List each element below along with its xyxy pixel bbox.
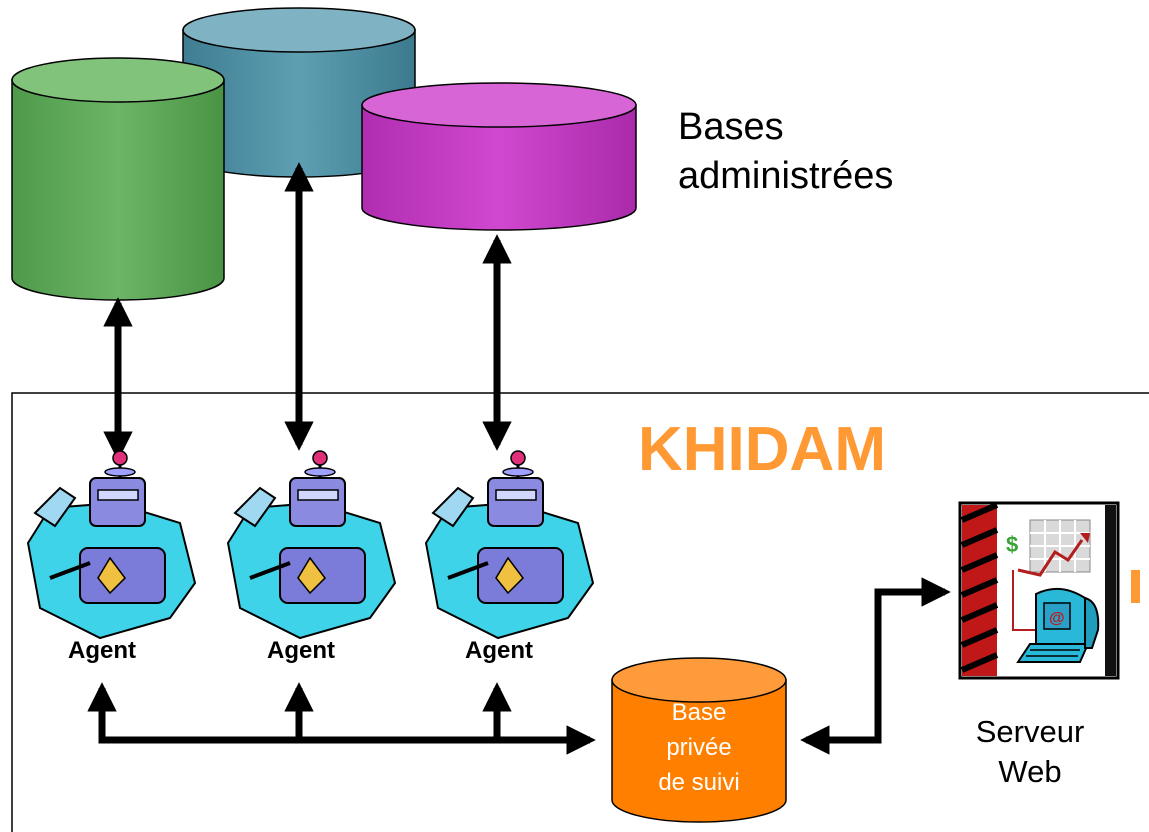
- at-sign: @: [1049, 610, 1065, 627]
- agent-label-1: Agent: [68, 637, 136, 664]
- green-database: [11, 57, 225, 301]
- agent-private-db-connectors: [87, 682, 596, 755]
- private-tracking-database: [611, 657, 787, 823]
- managed-databases-label-line2: administrées: [678, 155, 894, 197]
- teal-database: [182, 7, 416, 178]
- private-db-label-line3: de suivi: [658, 769, 740, 796]
- robot-icon: [26, 450, 197, 640]
- khidam-boundary: [11, 392, 1149, 832]
- agent-label-2: Agent: [267, 637, 335, 664]
- robot-icon: [226, 450, 397, 640]
- private-db-label-line1: Base: [671, 699, 727, 726]
- web-server-label-line1: Serveur: [975, 714, 1085, 749]
- arrow-private-db-web-server: [800, 577, 951, 755]
- khidam-title: KHIDAM: [638, 415, 886, 484]
- arrow-agent1-private-db: [87, 682, 596, 755]
- private-db-label-line2: privée: [666, 734, 732, 761]
- web-server-label: Serveur Web: [960, 712, 1100, 792]
- db-agent-arrows: [103, 162, 512, 461]
- robot-icon: [424, 450, 595, 640]
- private-db-label: Base privée de suivi: [612, 695, 786, 800]
- clipped-orange-glyph: [1131, 570, 1140, 603]
- managed-databases-label-line1: Bases: [678, 106, 784, 148]
- web-server-icon: $ @: [958, 501, 1120, 680]
- magenta-database: [361, 82, 637, 231]
- managed-databases-label: Bases administrées: [678, 103, 893, 201]
- dollar-sign: $: [1006, 532, 1018, 557]
- web-server-label-line2: Web: [998, 754, 1062, 789]
- agent-label-3: Agent: [465, 637, 533, 664]
